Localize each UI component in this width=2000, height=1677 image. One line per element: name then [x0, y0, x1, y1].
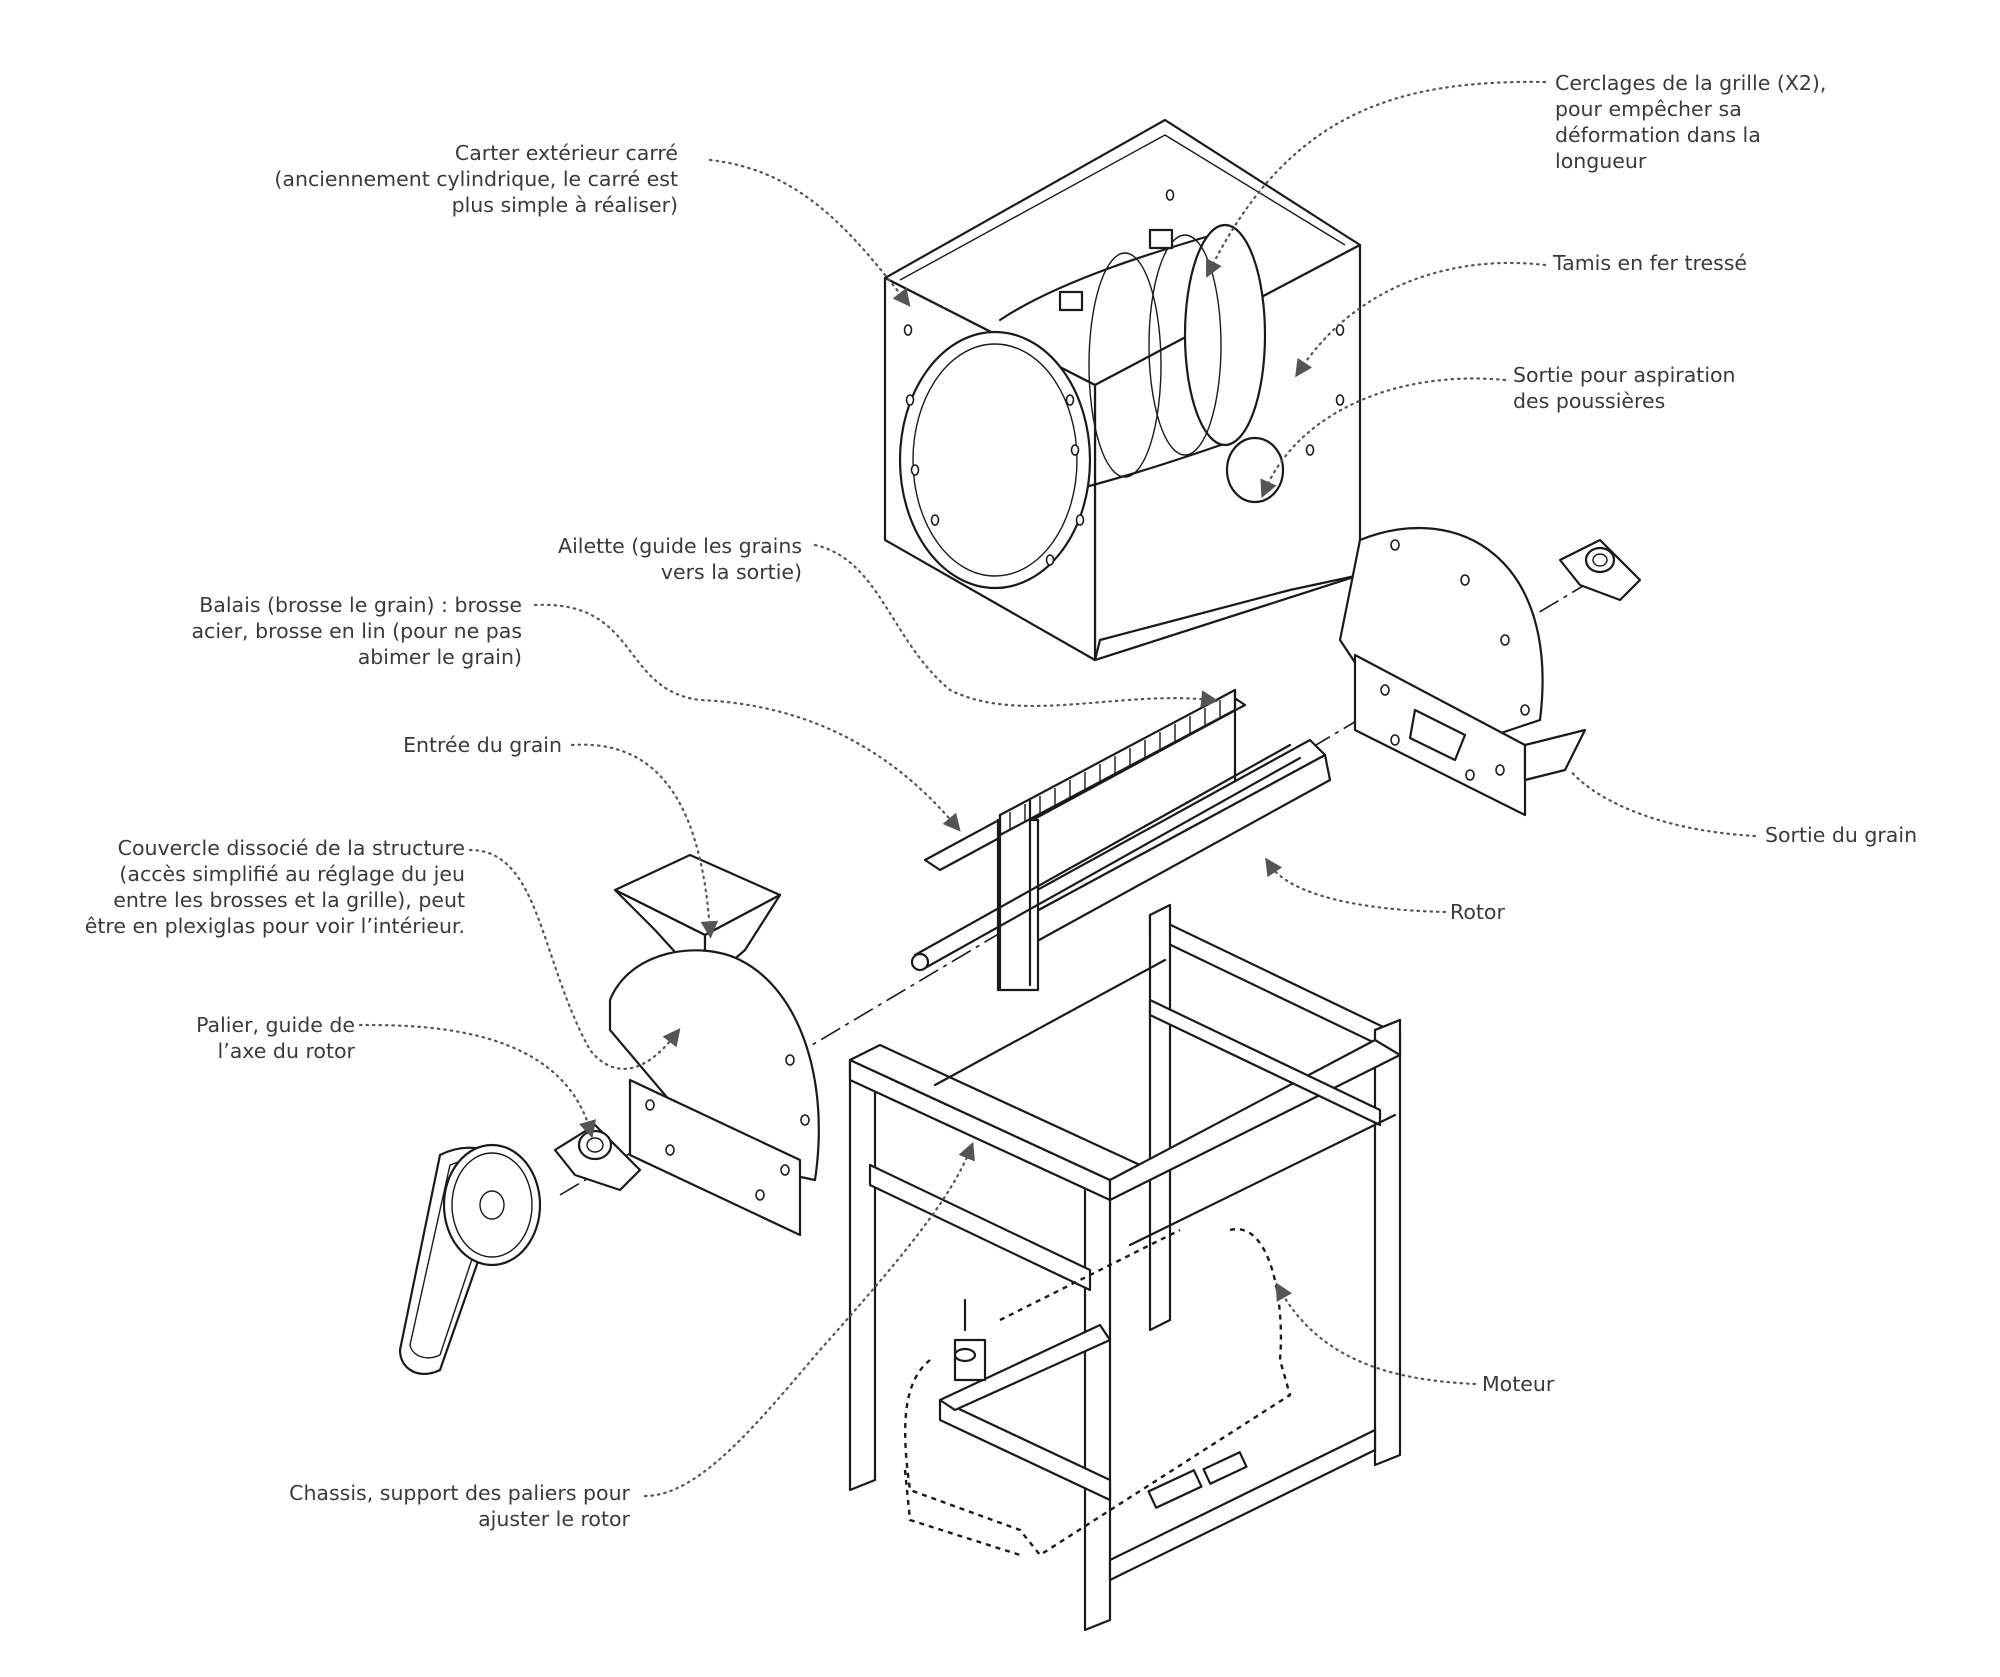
leader-lines: [358, 80, 1757, 1498]
label-palier: Palier, guide de l’axe du rotor: [196, 1013, 355, 1063]
label-entree: Entrée du grain: [403, 733, 562, 757]
motor-outline: [903, 1228, 1292, 1557]
label-chassis: Chassis, support des paliers pour ajuste…: [289, 1481, 630, 1531]
chassis: [848, 903, 1402, 1632]
right-bearing: [1558, 538, 1642, 602]
left-cover-plate: [608, 949, 820, 1237]
label-tamis: Tamis en fer tressé: [1553, 251, 1748, 275]
housing-bolt-holes: [903, 189, 1345, 566]
brush-bristles: [1009, 700, 1221, 830]
pulley-and-belt: [398, 1143, 542, 1375]
label-carter: Carter extérieur carré (anciennement cyl…: [274, 141, 678, 217]
label-couvercle: Couvercle dissocié de la structure (accè…: [84, 836, 465, 938]
label-balais: Balais (brosse le grain) : brosse acier,…: [191, 593, 522, 669]
left-bearing: [553, 1123, 642, 1192]
label-cerclages: Cerclages de la grille (X2), pour empêch…: [1555, 71, 1827, 173]
label-ailette: Ailette (guide les grains vers la sortie…: [558, 534, 802, 584]
label-sortie-grain: Sortie du grain: [1765, 823, 1918, 847]
square-housing: [883, 118, 1362, 662]
label-moteur: Moteur: [1482, 1372, 1555, 1396]
label-rotor: Rotor: [1450, 900, 1505, 924]
rotor: [910, 688, 1332, 992]
label-sortie-aspiration: Sortie pour aspiration des poussières: [1513, 363, 1736, 413]
grain-outlet-plate: [1353, 653, 1587, 817]
